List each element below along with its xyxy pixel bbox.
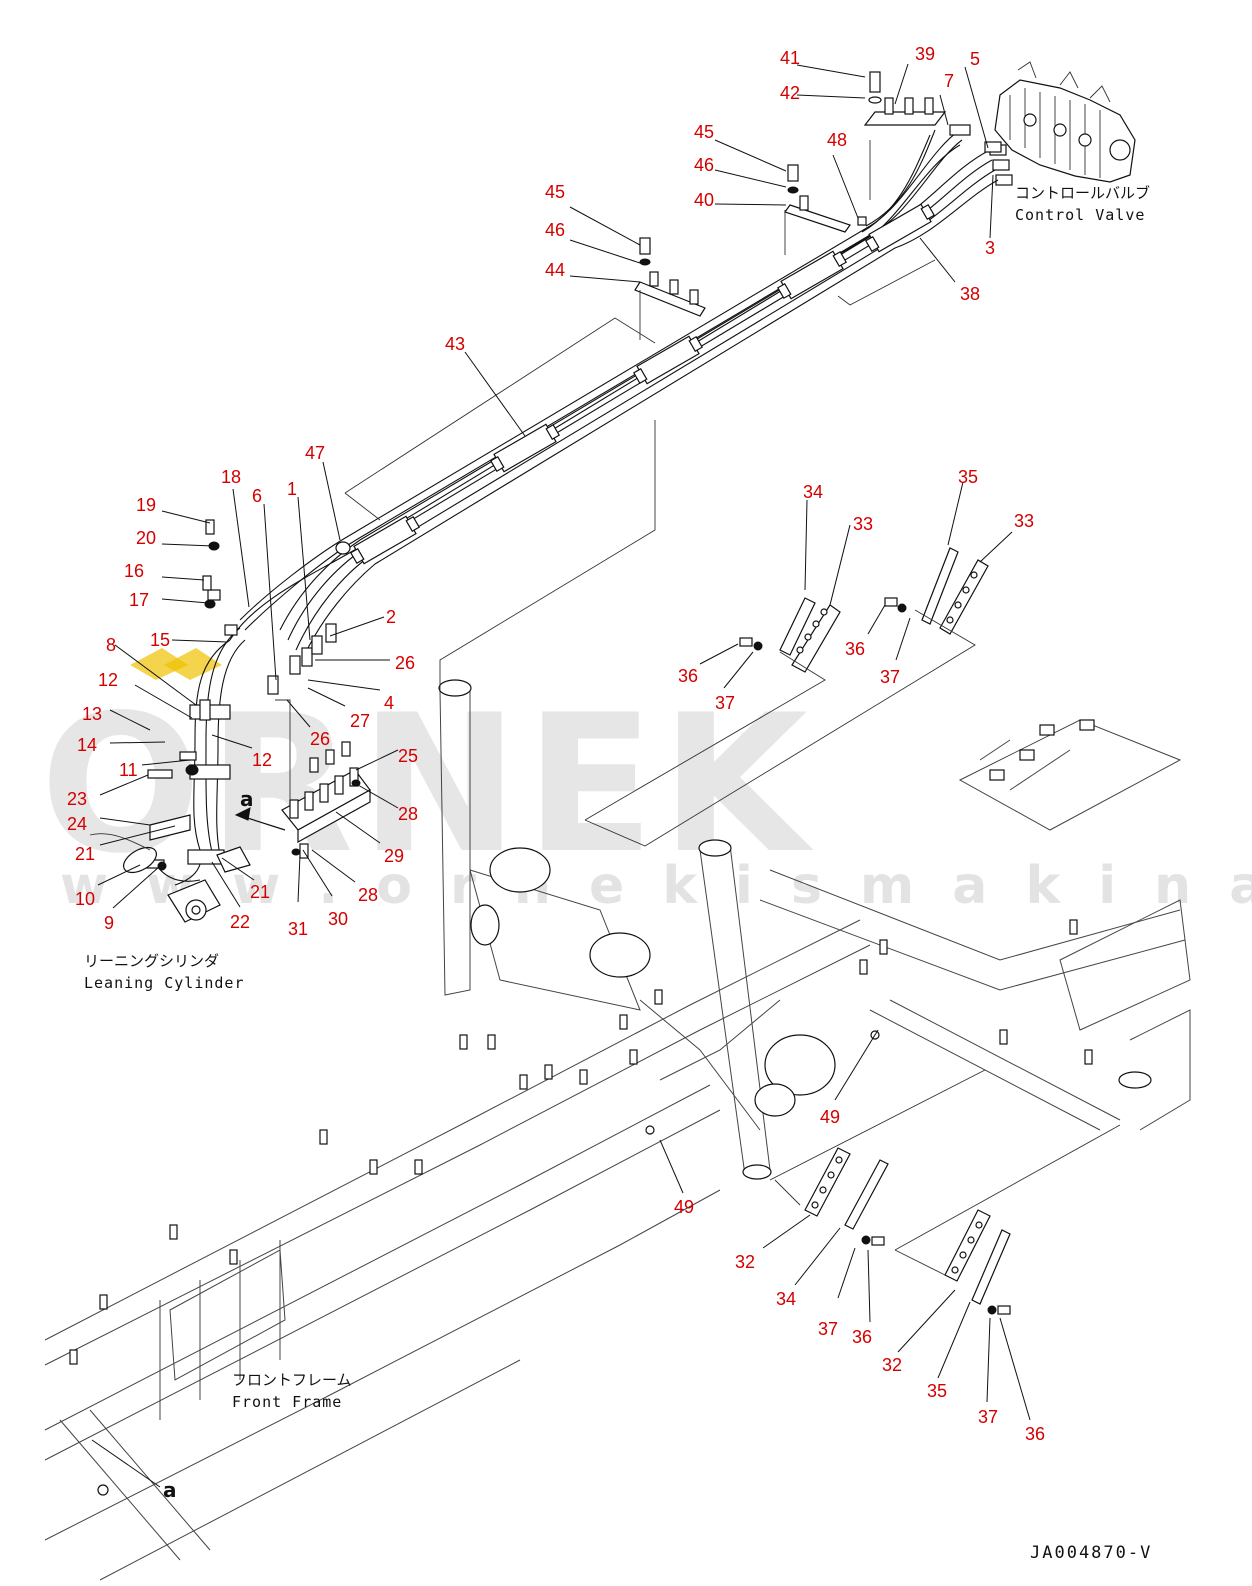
callout-34: 34 (803, 482, 823, 502)
front-frame-label-jp: フロントフレーム (232, 1371, 352, 1389)
callout-37c: 37 (818, 1319, 838, 1339)
callout-10: 10 (75, 889, 95, 909)
callout-5: 5 (970, 49, 980, 69)
watermark-logo: ORNEK (40, 674, 814, 895)
callout-38: 38 (960, 284, 980, 304)
callout-35: 35 (958, 467, 978, 487)
control-valve (989, 61, 1136, 186)
callout-39: 39 (915, 44, 935, 64)
callout-29: 29 (384, 846, 404, 866)
control-valve-label-en: Control Valve (1015, 206, 1145, 224)
callout-3: 3 (985, 238, 995, 258)
callout-1: 1 (287, 479, 297, 499)
callout-20: 20 (136, 528, 156, 548)
callout-36: 36 (845, 639, 865, 659)
tube-clamps-upper-right (884, 547, 989, 635)
callout-37: 37 (715, 693, 735, 713)
leaning-cylinder (89, 833, 221, 923)
callout-36b: 36 (678, 666, 698, 686)
callout-43: 43 (445, 334, 465, 354)
callout-33b: 33 (1014, 511, 1034, 531)
reference-arrow-a (234, 807, 286, 831)
tube-clamps-lower-right (944, 1209, 1011, 1315)
reference-mark-a-top: a (240, 787, 254, 811)
drawing-code: JA004870-V (1030, 1543, 1152, 1563)
callout-12b: 12 (252, 750, 272, 770)
callout-31: 31 (288, 919, 308, 939)
callout-27: 27 (350, 711, 370, 731)
callouts: 41 39 5 42 7 45 48 46 40 3 38 45 46 44 4… (67, 44, 1045, 1444)
callout-33: 33 (853, 514, 873, 534)
callout-35b: 35 (927, 1381, 947, 1401)
callout-37d: 37 (978, 1407, 998, 1427)
callout-45b: 45 (545, 182, 565, 202)
callout-49b: 49 (674, 1197, 694, 1217)
callout-36c: 36 (852, 1327, 872, 1347)
leaning-cylinder-label-jp: リーニングシリンダ (84, 952, 219, 970)
callout-23: 23 (67, 789, 87, 809)
callout-37b: 37 (880, 667, 900, 687)
callout-32b: 32 (882, 1355, 902, 1375)
front-frame (44, 679, 1191, 1581)
callout-26b: 26 (310, 729, 330, 749)
callout-40: 40 (694, 190, 714, 210)
front-frame-label-en: Front Frame (232, 1393, 342, 1411)
callout-45: 45 (694, 122, 714, 142)
callout-32: 32 (735, 1252, 755, 1272)
watermark: ORNEK w w w . o r n e k i s m a k i n a … (40, 648, 1252, 916)
watermark-url: w w w . o r n e k i s m a k i n a l a r … (60, 856, 1252, 916)
leader-lines (91, 63, 1031, 1488)
callout-14: 14 (77, 735, 97, 755)
assembly-lines (275, 140, 1121, 1276)
callout-22: 22 (230, 912, 250, 932)
hose-clamps (187, 203, 935, 865)
callout-4: 4 (384, 693, 394, 713)
reference-mark-a-bottom: a (163, 1478, 177, 1502)
callout-13: 13 (82, 704, 102, 724)
callout-21: 21 (75, 844, 95, 864)
bolts-top (335, 71, 1002, 555)
callout-44: 44 (545, 260, 565, 280)
callout-2: 2 (386, 607, 396, 627)
hose-bundle (149, 129, 999, 886)
callout-18: 18 (221, 467, 241, 487)
callout-36d: 36 (1025, 1424, 1045, 1444)
callout-47: 47 (305, 443, 325, 463)
callout-6: 6 (252, 486, 262, 506)
callout-46b: 46 (545, 220, 565, 240)
callout-8: 8 (106, 635, 116, 655)
callout-30: 30 (328, 909, 348, 929)
callout-15: 15 (150, 630, 170, 650)
callout-9: 9 (104, 913, 114, 933)
callout-48: 48 (827, 130, 847, 150)
callout-12: 12 (98, 670, 118, 690)
callout-19: 19 (136, 495, 156, 515)
callout-26: 26 (395, 653, 415, 673)
callout-49: 49 (820, 1107, 840, 1127)
callout-7: 7 (944, 71, 954, 91)
mounting-plates (634, 97, 947, 317)
callout-16: 16 (124, 561, 144, 581)
distribution-block (281, 741, 371, 859)
callout-17: 17 (129, 590, 149, 610)
callout-46: 46 (694, 155, 714, 175)
callout-25: 25 (398, 746, 418, 766)
watermark-logo-accent (130, 648, 188, 680)
callout-28b: 28 (358, 885, 378, 905)
watermark-logo-accent-2 (164, 648, 222, 680)
tube-clamps-upper-left (739, 597, 841, 673)
callout-11: 11 (119, 760, 138, 780)
callout-42: 42 (780, 83, 800, 103)
tube-clamps-lower-left (804, 1147, 889, 1246)
callout-21b: 21 (250, 882, 270, 902)
callout-24: 24 (67, 814, 87, 834)
callout-41: 41 (780, 48, 800, 68)
control-valve-label-jp: コントロールバルブ (1015, 184, 1150, 202)
callout-28: 28 (398, 804, 418, 824)
callout-34b: 34 (776, 1289, 796, 1309)
leaning-cylinder-label-en: Leaning Cylinder (84, 974, 245, 992)
